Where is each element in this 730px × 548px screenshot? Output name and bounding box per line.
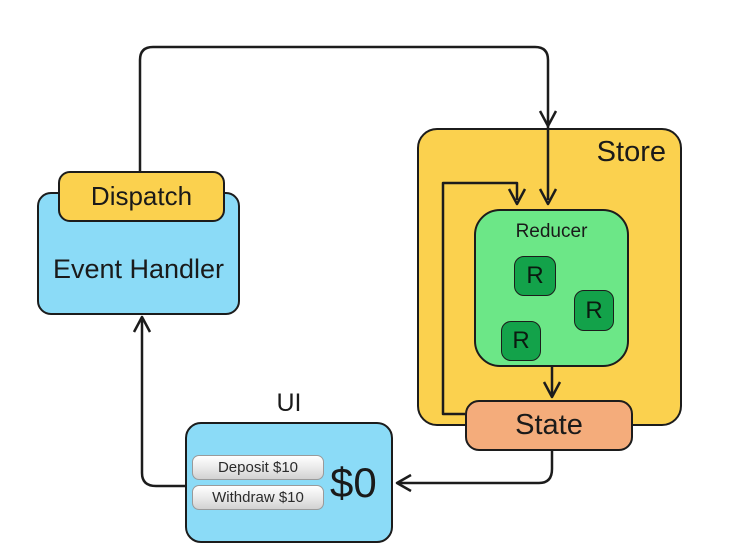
- ui-content: Deposit $10 Withdraw $10 $0: [187, 424, 391, 541]
- store-box: Store Reducer R R R: [417, 128, 682, 426]
- reducer-module-label: R: [512, 327, 530, 354]
- arrowhead-into-ui: [395, 473, 412, 493]
- dispatch-label: Dispatch: [90, 181, 193, 211]
- store-label: Store: [596, 136, 666, 168]
- state-label: State: [515, 409, 583, 441]
- reducer-module-1: R: [514, 256, 556, 296]
- reducer-module-3: R: [501, 321, 541, 361]
- balance-value: $0: [330, 458, 377, 506]
- dispatch-box: Dispatch: [58, 171, 225, 222]
- deposit-button[interactable]: Deposit $10: [192, 455, 324, 480]
- ui-button-column: Deposit $10 Withdraw $10: [192, 455, 324, 510]
- arrow-state-to-ui: [399, 451, 554, 485]
- withdraw-button[interactable]: Withdraw $10: [192, 485, 324, 510]
- reducer-box: Reducer R R R: [474, 209, 629, 367]
- ui-label: UI: [276, 389, 302, 417]
- ui-box: Deposit $10 Withdraw $10 $0: [185, 422, 393, 543]
- arrow-ui-to-event-handler: [140, 320, 185, 488]
- arrowhead-into-event-handler: [132, 315, 152, 333]
- reducer-module-label: R: [526, 262, 544, 289]
- event-handler-label: Event Handler: [52, 254, 225, 284]
- state-box: State: [465, 400, 633, 451]
- reducer-label: Reducer: [515, 221, 588, 242]
- reducer-module-label: R: [585, 296, 603, 324]
- arrowhead-into-store: [538, 110, 558, 128]
- reducer-module-2: R: [574, 290, 614, 331]
